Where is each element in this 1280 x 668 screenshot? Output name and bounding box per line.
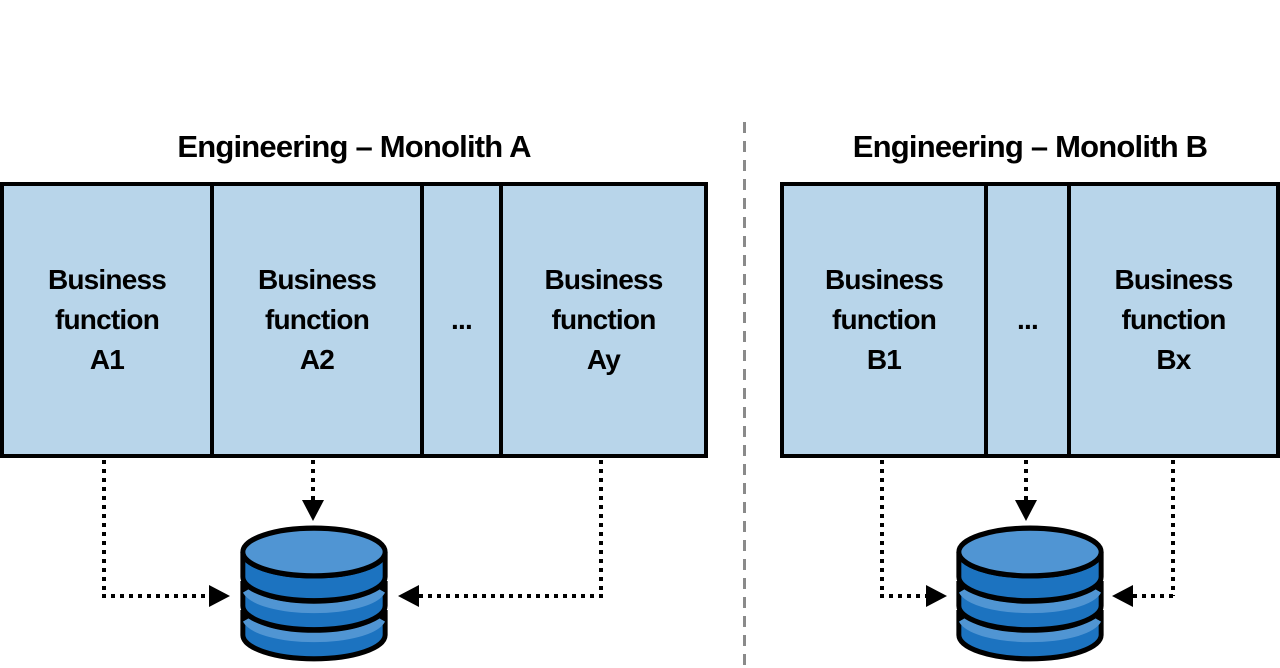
arrowhead-a2-down-icon xyxy=(302,500,324,521)
arrowhead-ay-left-icon xyxy=(398,585,419,607)
database-a-icon xyxy=(240,525,388,662)
connector-ay-vertical xyxy=(599,460,603,596)
connector-a1-vertical xyxy=(102,460,106,596)
cell-ellipsis-a: ... xyxy=(420,186,499,454)
panel-b-title: Engineering – Monolith B xyxy=(852,129,1208,164)
team-boundary-divider xyxy=(743,122,746,668)
cell-label: Business function A2 xyxy=(257,264,377,375)
connector-bmid-vertical xyxy=(1024,460,1028,500)
cell-business-function-a2: Business function A2 xyxy=(210,186,420,454)
connector-a1-horizontal xyxy=(102,594,209,598)
cell-ellipsis-b: ... xyxy=(984,186,1067,454)
cell-label: Business function Bx xyxy=(1114,264,1233,375)
connector-bx-horizontal xyxy=(1133,594,1175,598)
arrowhead-bx-left-icon xyxy=(1112,585,1133,607)
cell-business-function-a1: Business function A1 xyxy=(4,186,210,454)
database-b-icon xyxy=(956,525,1104,662)
monolith-a-box: Business function A1 Business function A… xyxy=(0,182,708,458)
monolith-b-box: Business function B1 ... Business functi… xyxy=(780,182,1280,458)
cell-label: Business function A1 xyxy=(47,264,167,375)
connector-b1-vertical xyxy=(880,460,884,596)
arrowhead-a1-right-icon xyxy=(209,585,230,607)
connector-ay-horizontal xyxy=(419,594,603,598)
cell-business-function-ay: Business function Ay xyxy=(499,186,704,454)
connector-a2-vertical xyxy=(311,460,315,500)
connector-bx-vertical xyxy=(1171,460,1175,596)
cell-label: Business function B1 xyxy=(824,264,944,375)
cell-business-function-bx: Business function Bx xyxy=(1067,186,1276,454)
connector-b1-horizontal xyxy=(880,594,926,598)
panel-a-title: Engineering – Monolith A xyxy=(177,129,531,164)
cell-label: ... xyxy=(451,304,473,335)
arrowhead-b1-right-icon xyxy=(926,585,947,607)
cell-label: ... xyxy=(1017,304,1039,335)
cell-business-function-b1: Business function B1 xyxy=(784,186,984,454)
cell-label: Business function Ay xyxy=(544,264,663,375)
arrowhead-bmid-down-icon xyxy=(1015,500,1037,521)
